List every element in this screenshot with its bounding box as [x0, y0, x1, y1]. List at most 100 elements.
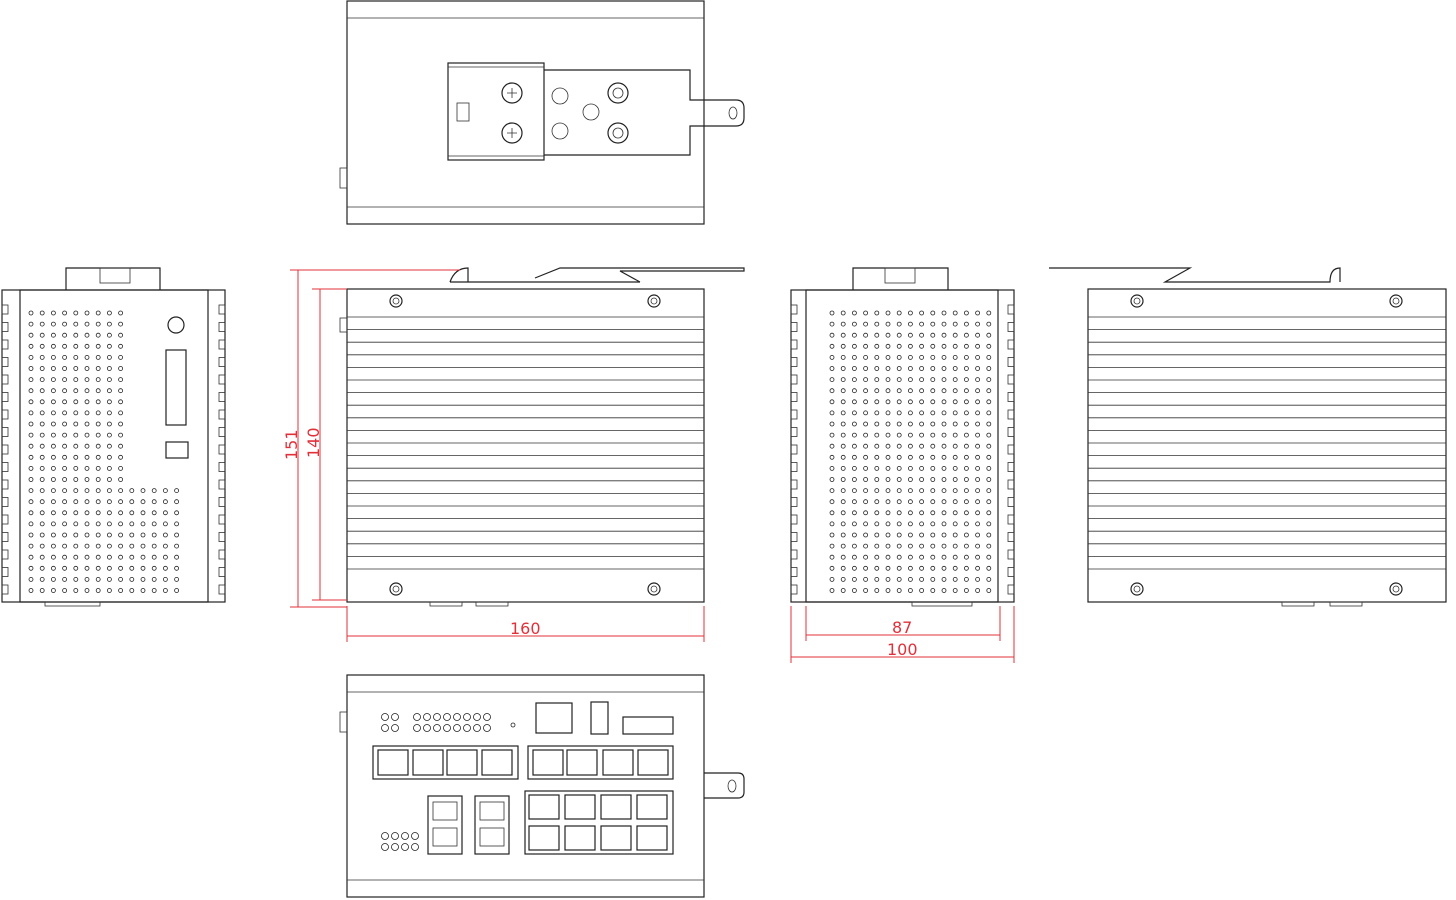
- vent-slot: [790, 374, 798, 385]
- vent-hole: [896, 410, 902, 416]
- vent-hole: [28, 321, 34, 327]
- vent-hole: [964, 543, 969, 549]
- vent-hole: [129, 488, 135, 494]
- vent-hole: [174, 488, 180, 494]
- vent-hole: [896, 521, 902, 527]
- vent-hole: [107, 554, 112, 560]
- vent-hole: [84, 310, 90, 316]
- vent-hole: [140, 499, 146, 505]
- vent-hole: [986, 432, 992, 438]
- vent-hole: [73, 321, 79, 327]
- vent-hole: [896, 510, 902, 516]
- vent-hole: [840, 343, 846, 349]
- rj45-port-icon: [637, 749, 669, 776]
- vent-hole: [952, 465, 958, 471]
- vent-hole: [941, 421, 947, 427]
- sfp-cage: [432, 827, 458, 847]
- vent-hole: [62, 443, 67, 449]
- led-icon: [381, 832, 389, 840]
- vent-hole: [107, 477, 112, 482]
- vent-hole: [975, 421, 980, 427]
- vent-hole: [118, 332, 123, 338]
- vent-slot: [790, 409, 798, 420]
- vent-hole: [829, 521, 835, 527]
- vent-slot: [1007, 339, 1015, 350]
- led-icon: [411, 832, 419, 840]
- vent-hole: [62, 366, 67, 371]
- vent-slot: [790, 532, 798, 542]
- vent-slot: [218, 567, 226, 577]
- vent-hole: [84, 532, 90, 538]
- vent-hole: [941, 521, 947, 527]
- vent-hole: [975, 477, 980, 482]
- vent-hole: [896, 443, 902, 449]
- vent-hole: [885, 377, 891, 383]
- vent-hole: [73, 343, 79, 349]
- vent-hole: [62, 454, 67, 460]
- vent-hole: [919, 554, 924, 560]
- vent-hole: [829, 388, 835, 394]
- vent-hole: [28, 421, 34, 427]
- vent-hole: [930, 543, 936, 549]
- vent-hole: [118, 421, 123, 427]
- vent-hole: [986, 588, 992, 593]
- vent-hole: [39, 454, 45, 460]
- vent-hole: [62, 521, 67, 527]
- led-icon: [381, 724, 389, 732]
- vent-hole: [840, 532, 846, 538]
- vent-slot: [1, 304, 9, 315]
- vent-hole: [986, 577, 992, 582]
- vent-hole: [84, 377, 90, 383]
- vent-hole: [975, 454, 980, 460]
- vent-hole: [62, 588, 67, 593]
- vent-hole: [986, 332, 992, 338]
- vent-hole: [62, 488, 67, 494]
- vent-hole: [908, 588, 913, 593]
- vent-hole: [952, 388, 958, 394]
- vent-hole: [829, 465, 835, 471]
- vent-hole: [840, 332, 846, 338]
- vent-hole: [28, 577, 34, 582]
- vent-hole: [829, 343, 835, 349]
- vent-hole: [908, 554, 913, 560]
- vent-hole: [174, 521, 180, 527]
- vent-hole: [896, 354, 902, 360]
- vent-hole: [908, 421, 913, 427]
- vent-hole: [885, 510, 891, 516]
- vent-hole: [62, 554, 67, 560]
- vent-hole: [863, 565, 868, 571]
- rj45-port-icon: [481, 749, 513, 776]
- vent-hole: [852, 443, 857, 449]
- vent-hole: [62, 543, 67, 549]
- led-icon: [453, 713, 461, 721]
- vent-hole: [51, 543, 56, 549]
- terminal-block-icon: [622, 716, 674, 735]
- vent-hole: [908, 532, 913, 538]
- vent-slot: [1, 357, 9, 367]
- vent-hole: [863, 499, 868, 505]
- vent-slot: [790, 584, 798, 595]
- vent-hole: [39, 532, 45, 538]
- vent-hole: [941, 477, 947, 482]
- vent-hole: [118, 432, 123, 438]
- vent-hole: [863, 421, 868, 427]
- vent-hole: [95, 510, 101, 516]
- vent-hole: [51, 465, 56, 471]
- vent-hole: [930, 510, 936, 516]
- vent-hole: [863, 432, 868, 438]
- vent-hole: [885, 543, 891, 549]
- vent-hole: [852, 488, 857, 494]
- vent-hole: [39, 521, 45, 527]
- vent-hole: [952, 510, 958, 516]
- vent-hole: [919, 354, 924, 360]
- vent-hole: [62, 388, 67, 394]
- vent-hole: [986, 454, 992, 460]
- vent-hole: [852, 521, 857, 527]
- vent-hole: [863, 477, 868, 482]
- vent-hole: [874, 388, 880, 394]
- vent-hole: [986, 477, 992, 482]
- vent-hole: [952, 454, 958, 460]
- vent-hole: [952, 366, 958, 371]
- sfp-cage: [432, 801, 458, 821]
